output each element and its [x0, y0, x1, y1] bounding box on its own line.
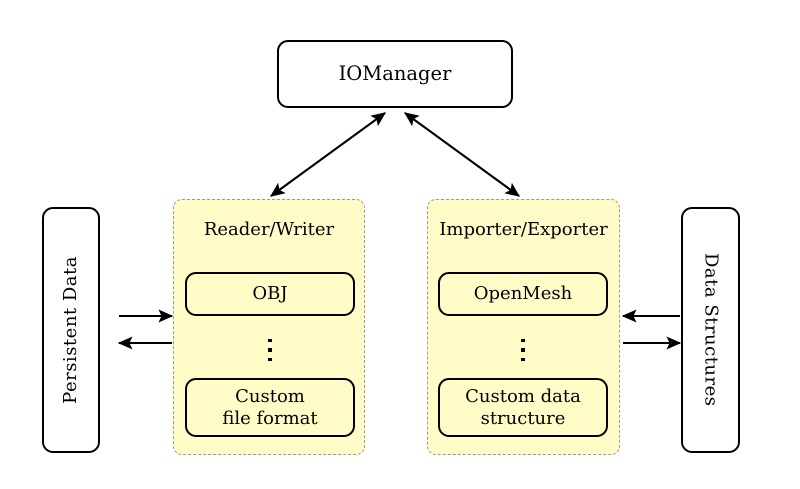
- reader-writer-item-obj[interactable]: OBJ: [185, 272, 355, 316]
- persistent-data-box[interactable]: Persistent Data: [42, 207, 100, 453]
- panel-importer-exporter-title: Importer/Exporter: [439, 219, 608, 240]
- arrow-manager-readerwriter: [270, 112, 386, 197]
- panel-reader-writer-title: Reader/Writer: [203, 219, 335, 240]
- reader-writer-ellipsis-icon: [268, 339, 272, 361]
- reader-writer-item-obj-label: OBJ: [252, 283, 288, 305]
- reader-writer-item-custom-file-format[interactable]: Custom file format: [185, 378, 355, 437]
- importer-exporter-item-custom-data-structure-label: Custom data structure: [465, 385, 581, 429]
- importer-exporter-item-custom-data-structure[interactable]: Custom data structure: [438, 378, 608, 437]
- reader-writer-item-custom-file-format-label: Custom file format: [222, 385, 318, 429]
- importer-exporter-item-openmesh-label: OpenMesh: [473, 283, 573, 305]
- importer-exporter-item-openmesh[interactable]: OpenMesh: [438, 272, 608, 316]
- data-structures-box[interactable]: Data Structures: [681, 207, 740, 453]
- arrow-manager-importerexporter: [404, 112, 520, 197]
- data-structures-label: Data Structures: [700, 253, 722, 407]
- persistent-data-label: Persistent Data: [60, 256, 82, 404]
- iomanager-label: IOManager: [338, 62, 452, 86]
- iomanager-box[interactable]: IOManager: [277, 40, 513, 108]
- importer-exporter-ellipsis-icon: [521, 339, 525, 361]
